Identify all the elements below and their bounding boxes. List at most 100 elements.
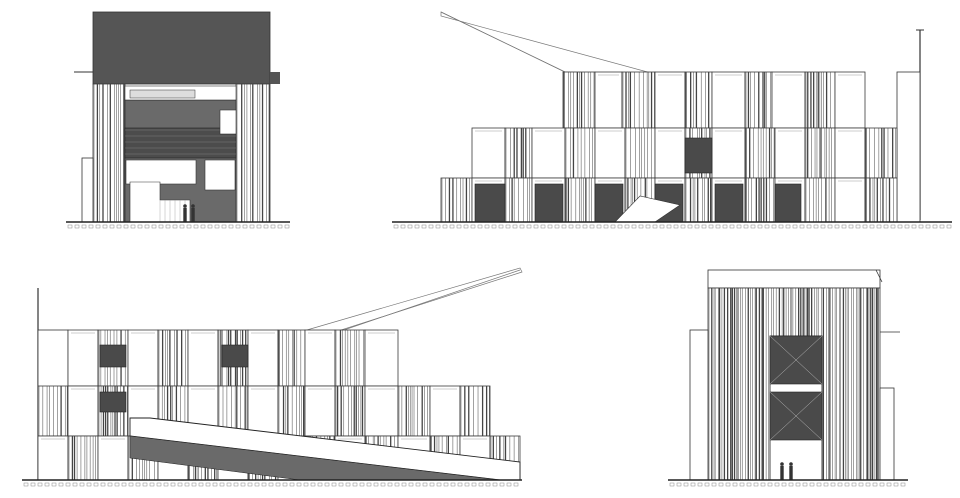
ground-tick [149,482,155,487]
ground-tick [666,224,672,229]
ground-tick [879,482,885,487]
ground-tick [676,482,682,487]
ground-tick [855,224,861,229]
ground-tick [303,482,309,487]
ground-tick [407,224,413,229]
ground-tick [687,224,693,229]
slat-panel [744,177,776,223]
ground-tick [645,224,651,229]
ground-tick [263,224,269,229]
plain-box [67,385,99,437]
plain-box [774,127,806,179]
ground-tick [704,482,710,487]
ground-line [392,221,952,229]
ground-tick [631,224,637,229]
box-outline [429,385,461,437]
plain-box [37,435,69,481]
slat-panel [37,385,69,437]
ground-tick [708,224,714,229]
ground-tick [429,482,435,487]
ground-tick [694,224,700,229]
ground-tick [93,482,99,487]
ground-tick [37,482,43,487]
ground-tick [414,224,420,229]
ground-tick [477,224,483,229]
ground-tick [72,482,78,487]
ground-tick [233,482,239,487]
ground-tick [638,224,644,229]
box-outline [594,127,626,179]
ground-tick [226,482,232,487]
plain-box [471,127,506,179]
ground-tick [830,482,836,487]
human-figure [780,462,784,481]
box-outline [711,127,746,179]
ground-tick [897,224,903,229]
slat-panel [334,385,366,437]
slat-panel [459,385,491,437]
ground-tick [771,224,777,229]
ground-tick [575,224,581,229]
ground-tick [478,482,484,487]
ground-tick [352,482,358,487]
ground-tick [65,482,71,487]
panel-outline [804,177,836,223]
plain-box [364,385,399,437]
ground-tick [450,482,456,487]
ground-tick [788,482,794,487]
light-panel [125,159,197,185]
ground-tick [170,482,176,487]
ground-tick [394,482,400,487]
panel-outline [621,71,656,129]
ground-tick [750,224,756,229]
ground-tick [932,224,938,229]
roof-blade [299,267,523,341]
ground-tick [876,224,882,229]
box-outline [834,127,866,179]
ground-tick [869,224,875,229]
ground-tick [163,482,169,487]
plain-box [531,127,566,179]
slat-panel [804,71,836,129]
ground-tick [827,224,833,229]
ground-tick [214,224,220,229]
slat-panel [804,127,836,179]
ground-line [22,479,522,487]
ground-tick [841,224,847,229]
ground-tick [464,482,470,487]
ground-tick [44,482,50,487]
ground-tick [249,224,255,229]
ground-tick [296,482,302,487]
ground-tick [499,482,505,487]
panel-outline [37,385,69,437]
slat-panel [504,177,533,223]
box-outline [247,385,279,437]
roof-parapet [707,269,881,289]
ground-tick [116,224,122,229]
ground-tick [310,482,316,487]
ground-tick [701,224,707,229]
panel-outline [804,127,836,179]
ground-tick [568,224,574,229]
plain-box [834,177,866,223]
opening [474,183,506,223]
ground-tick [270,224,276,229]
plain-box [834,71,866,129]
ground-tick [23,482,29,487]
opening [714,183,744,223]
ground-tick [547,224,553,229]
box-outline [711,71,746,129]
box-outline [37,435,69,481]
ground-tick [193,224,199,229]
box-outline [364,329,399,387]
ground-tick [207,224,213,229]
ground-tick [816,482,822,487]
ground-tick [408,482,414,487]
box-outline [771,71,806,129]
ground-tick [422,482,428,487]
ground-tick [387,482,393,487]
ground-tick [158,224,164,229]
side-wall [879,387,895,481]
ground-tick [235,224,241,229]
roof-blade [440,11,656,75]
